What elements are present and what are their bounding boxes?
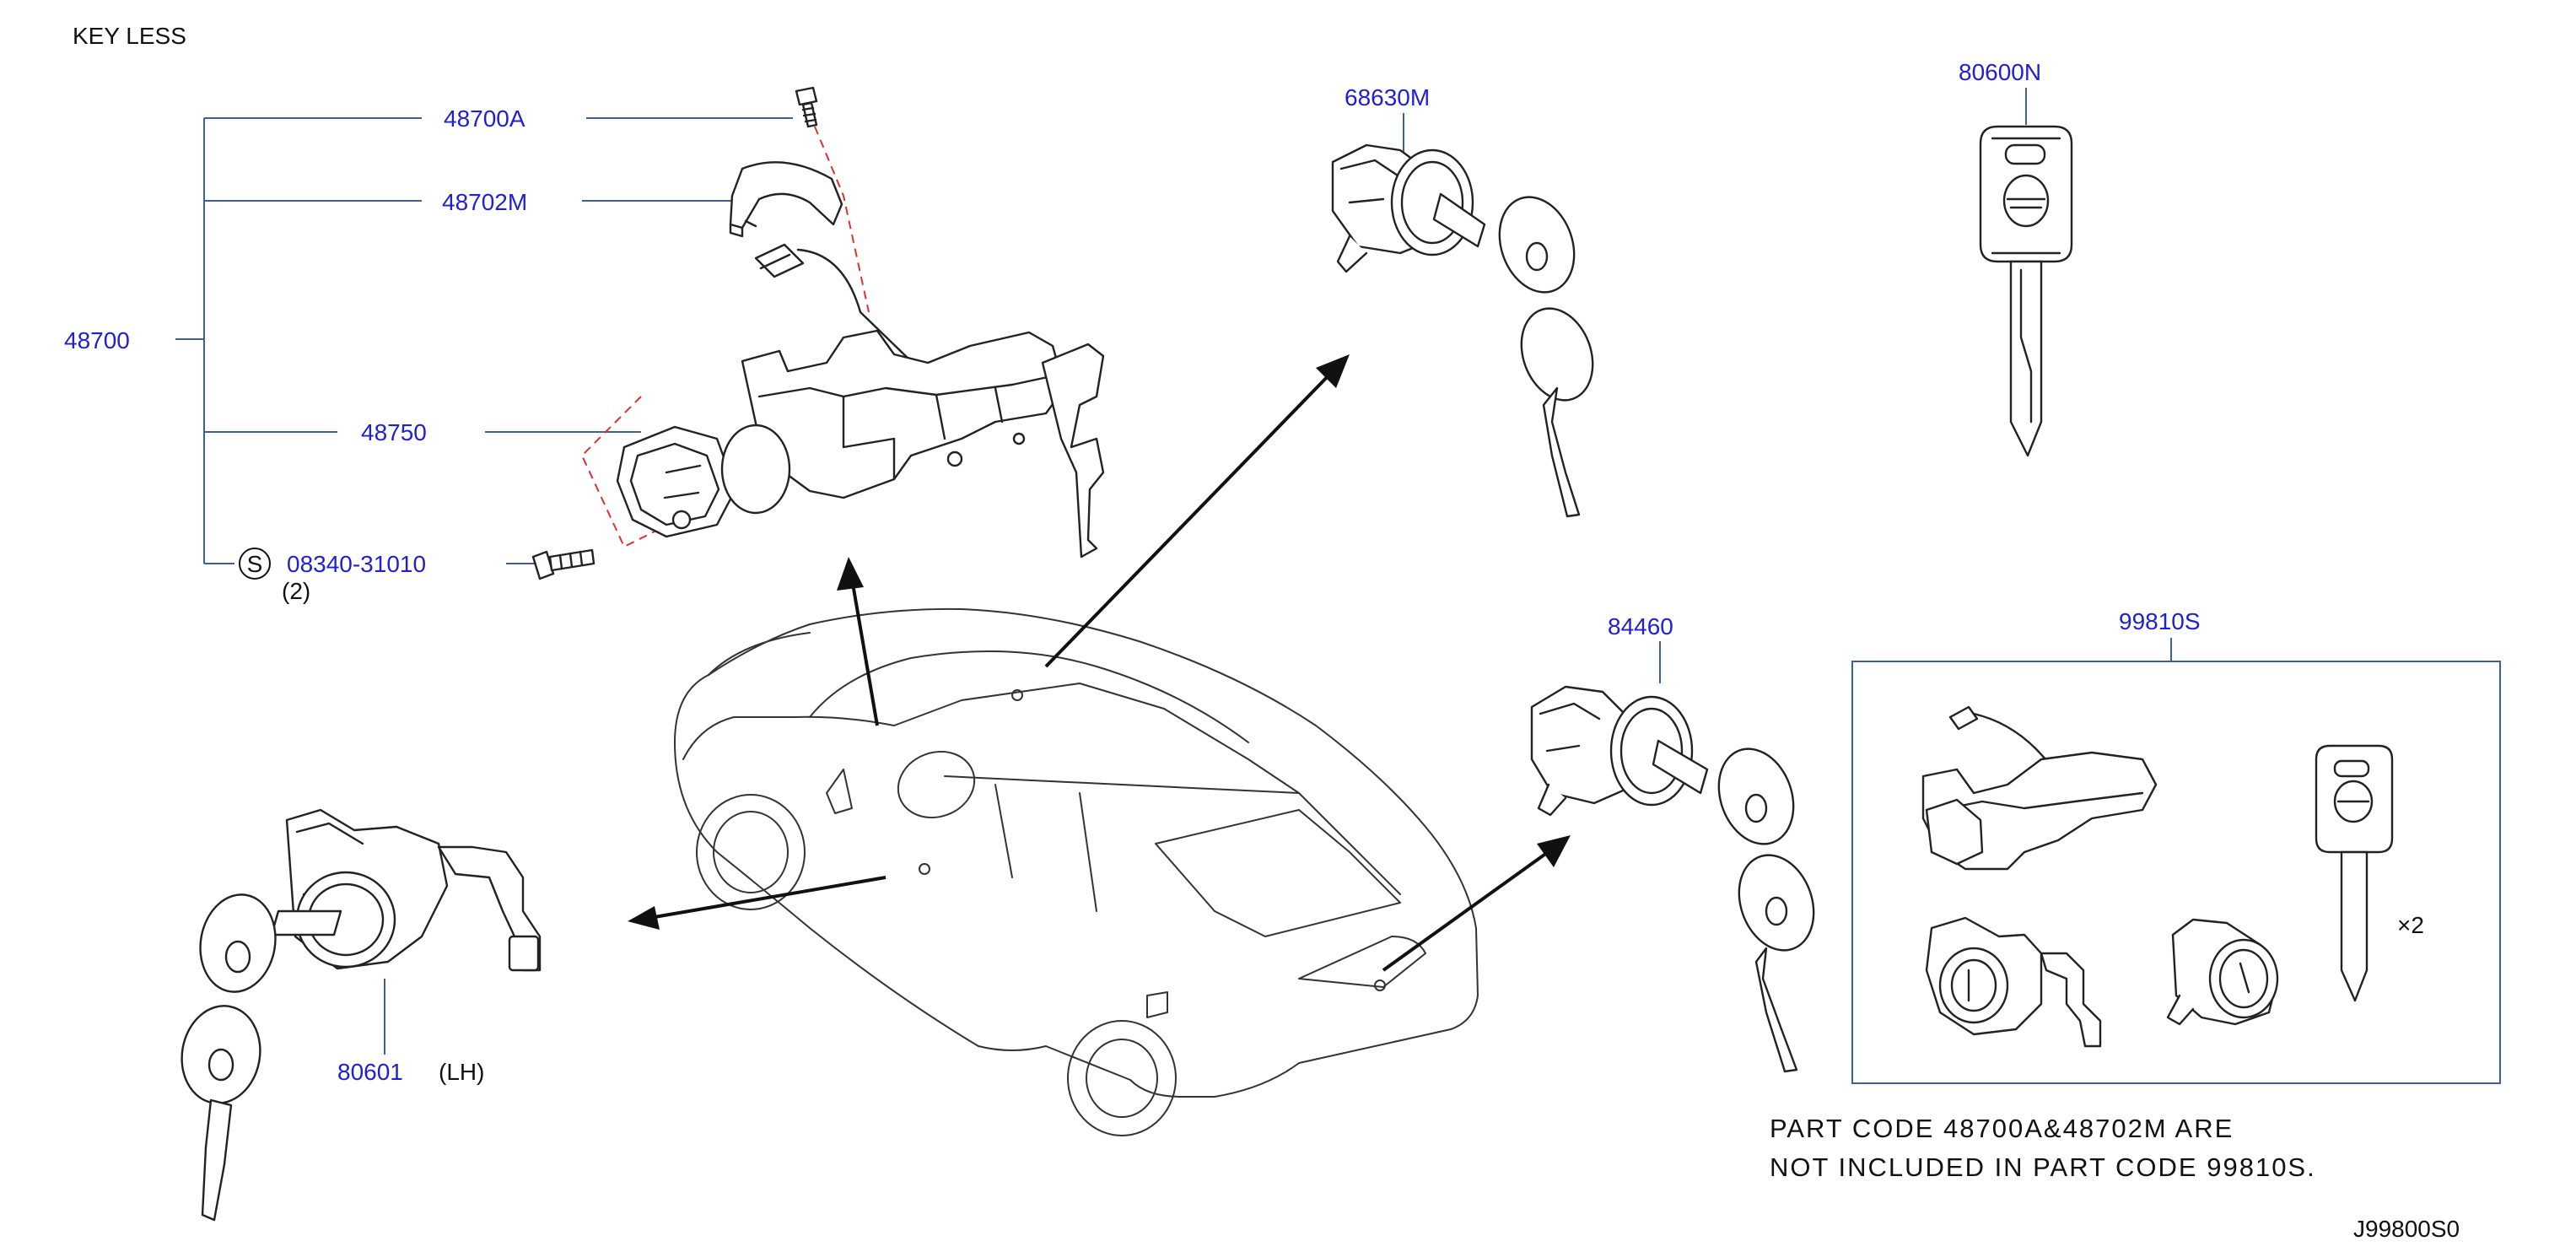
location-arrows: [628, 354, 1571, 972]
ignition-lock-assembly-drawing: [531, 86, 1105, 580]
part-number-68630M[interactable]: 68630M: [1345, 84, 1430, 111]
part-number-99810S[interactable]: 99810S: [2119, 608, 2201, 634]
note-line-2: NOT INCLUDED IN PART CODE 99810S.: [1770, 1152, 2316, 1182]
part-number-48750[interactable]: 48750: [361, 419, 427, 445]
part-number-08340-31010[interactable]: 08340-31010: [287, 551, 426, 577]
ignition-group-bracket: [175, 117, 793, 564]
blank-key-80600N-drawing: [1979, 125, 2073, 457]
diagram-code: J99800S0: [2353, 1216, 2460, 1242]
part-number-84460[interactable]: 84460: [1608, 613, 1673, 639]
note-line-1: PART CODE 48700A&48702M ARE: [1770, 1114, 2234, 1143]
part-side-label: (LH): [439, 1059, 484, 1085]
vehicle-outline-drawing: [674, 607, 1479, 1136]
part-number-80601[interactable]: 80601: [337, 1059, 403, 1085]
part-number-48700[interactable]: 48700: [64, 327, 130, 353]
part-number-80600N[interactable]: 80600N: [1959, 59, 2041, 85]
door-lock-cylinder-80601-drawing: [181, 808, 542, 1222]
diagram-heading: KEY LESS: [73, 23, 186, 49]
kit-99810S-contents-drawing: [1921, 705, 2394, 1048]
door-lock-cylinder-68630M-drawing: [1331, 143, 1594, 518]
standard-part-symbol-letter: S: [247, 551, 263, 577]
standard-part-symbol: [239, 548, 271, 580]
part-quantity: (2): [282, 578, 310, 604]
trunk-lock-cylinder-84460-drawing: [1530, 685, 1815, 1073]
part-number-48702M[interactable]: 48702M: [442, 189, 527, 215]
kit-key-quantity: ×2: [2397, 912, 2424, 938]
kit-99810S-box: [1851, 661, 2501, 1084]
part-number-48700A[interactable]: 48700A: [444, 105, 525, 132]
